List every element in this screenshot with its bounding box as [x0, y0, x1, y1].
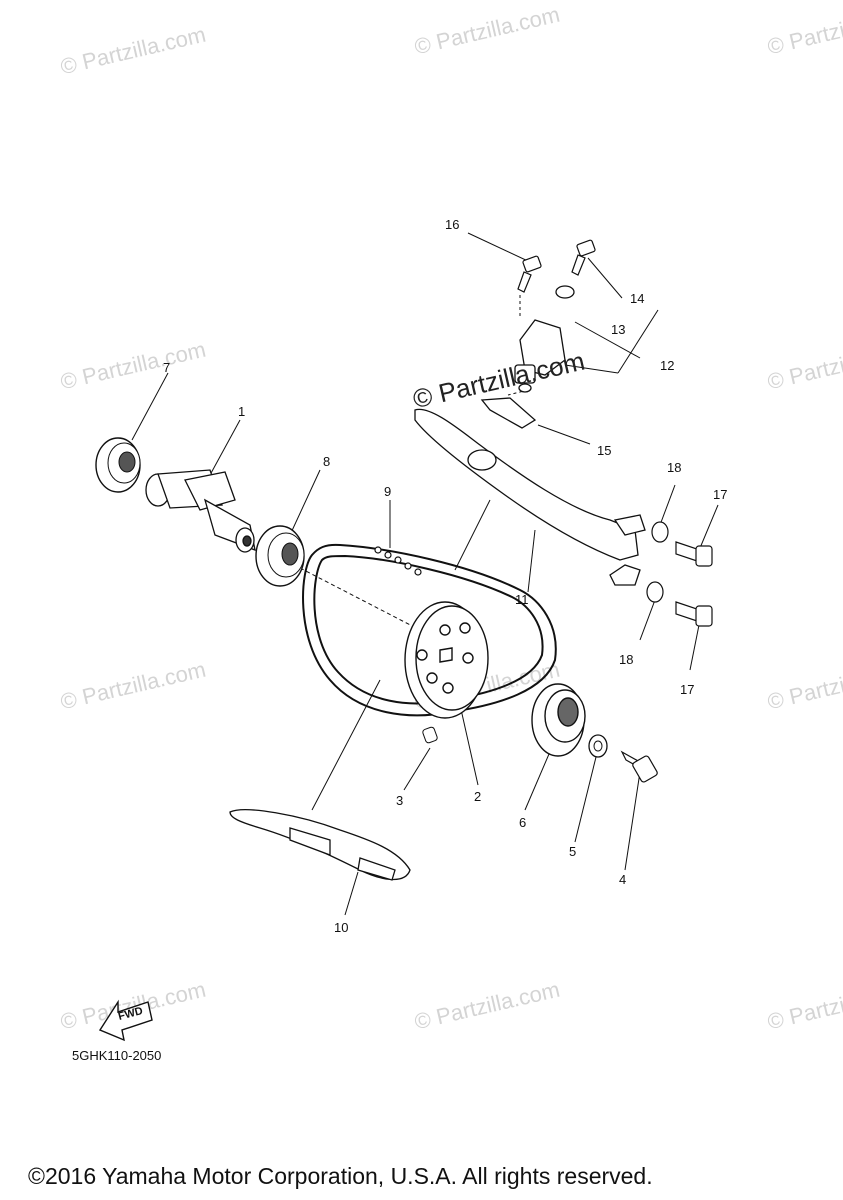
callout-number: 10: [334, 920, 349, 935]
o-ring-13: [555, 285, 575, 299]
chain-tensioner-guide-11: [414, 408, 646, 586]
callout-number: 17: [713, 487, 728, 502]
callout-number: 16: [445, 217, 460, 232]
callout-number: 17: [680, 682, 695, 697]
leader-line: [467, 232, 531, 263]
leader-line: [564, 364, 619, 374]
callout-number: 18: [667, 460, 682, 475]
bearing-8: [255, 525, 305, 587]
leader-line: [537, 424, 591, 445]
callout-number: 3: [396, 793, 404, 808]
cam-sprocket-2: [404, 601, 489, 719]
callout-number: 15: [597, 443, 612, 458]
callout-number: 2: [474, 789, 482, 804]
washer-18: [651, 521, 669, 543]
bolt-14: [571, 239, 596, 276]
callout-number: 14: [630, 291, 645, 306]
callout-number: 11: [515, 592, 529, 607]
callout-number: 13: [611, 322, 626, 337]
leader-line: [289, 469, 321, 536]
leader-line: [639, 599, 656, 641]
dowel-pin-3: [422, 726, 438, 744]
tensioner-12: [514, 319, 566, 393]
leader-line: [624, 771, 641, 871]
callout-number: 12: [660, 358, 675, 373]
leader-line: [617, 309, 659, 374]
callout-number: 9: [384, 484, 392, 499]
washer-5-hole: [593, 740, 603, 752]
leader-line: [689, 619, 701, 671]
leader-line: [454, 499, 491, 571]
leader-line: [574, 321, 641, 359]
bolt-4: [620, 750, 658, 783]
bolt-17: [675, 541, 713, 567]
bearing-7: [95, 437, 141, 493]
leader-line: [699, 504, 719, 549]
leader-line: [574, 756, 597, 843]
callout-number: 8: [323, 454, 331, 469]
leader-line: [527, 529, 536, 593]
leader-line: [299, 567, 421, 631]
callout-number: 6: [519, 815, 527, 830]
washer-18: [646, 581, 664, 603]
bolt-17: [675, 601, 713, 627]
callout-number: 18: [619, 652, 634, 667]
leader-line: [659, 484, 676, 526]
gasket-15: [480, 397, 537, 429]
leader-line: [209, 419, 241, 476]
leader-line: [344, 871, 359, 916]
diagram-part-number: 5GHK110-2050: [72, 1048, 162, 1063]
bolt-16: [517, 255, 542, 293]
fwd-arrow-icon: [98, 999, 153, 1042]
callout-number: 7: [163, 360, 171, 375]
plate-6: [531, 683, 586, 757]
callout-number: 1: [238, 404, 246, 419]
callout-number: 4: [619, 872, 627, 887]
callout-number: 5: [569, 844, 577, 859]
leader-line: [311, 679, 381, 811]
timing-chain-9: [302, 543, 557, 717]
camshaft-1: [145, 469, 256, 553]
leader-line: [403, 747, 431, 791]
leader-line: [131, 372, 169, 441]
copyright-notice: ©2016 Yamaha Motor Corporation, U.S.A. A…: [28, 1163, 653, 1189]
chain-guide-10: [229, 809, 411, 881]
leader-line: [587, 257, 623, 299]
